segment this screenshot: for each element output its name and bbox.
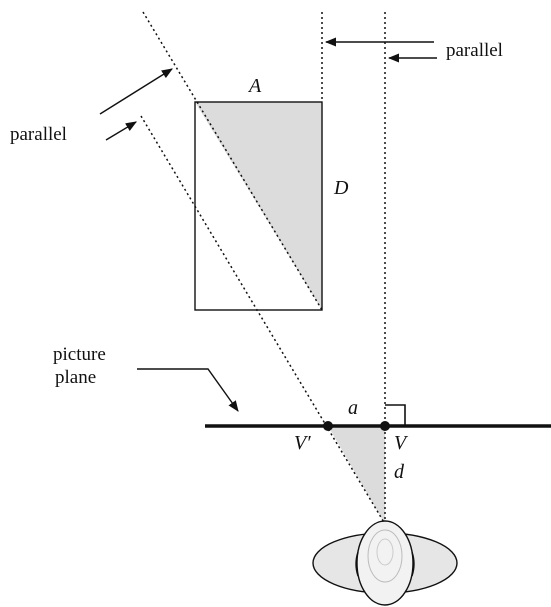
arrow-picture-plane bbox=[137, 368, 239, 412]
label-parallel-top: parallel bbox=[446, 40, 503, 61]
viewer-right-ear bbox=[411, 551, 415, 577]
viewer-head-top bbox=[356, 520, 414, 606]
viewer-head-highlight bbox=[367, 529, 403, 583]
label-a-lower: a bbox=[348, 397, 358, 419]
arrow-parallel-left-upper bbox=[99, 68, 173, 115]
dotted-sightline-v-prime bbox=[140, 115, 386, 525]
viewer-head bbox=[312, 520, 458, 606]
label-parallel-left: parallel bbox=[10, 124, 67, 145]
point-v bbox=[380, 421, 390, 431]
label-a-upper: A bbox=[247, 75, 262, 97]
right-angle-mark bbox=[385, 404, 406, 426]
viewer-left-ear bbox=[355, 551, 359, 577]
arrow-parallel-left-lower bbox=[105, 121, 137, 141]
viewer-shaded-triangle bbox=[328, 426, 385, 524]
viewer-head-highlight-inner bbox=[376, 538, 394, 566]
label-plane: plane bbox=[55, 367, 96, 388]
label-v-prime: V′ bbox=[294, 432, 311, 454]
label-picture: picture bbox=[53, 344, 106, 365]
label-d-upper: D bbox=[333, 177, 349, 199]
label-d-lower: d bbox=[394, 461, 405, 483]
label-v: V bbox=[394, 432, 409, 454]
object-rectangle bbox=[194, 101, 323, 311]
point-v-prime bbox=[323, 421, 333, 431]
